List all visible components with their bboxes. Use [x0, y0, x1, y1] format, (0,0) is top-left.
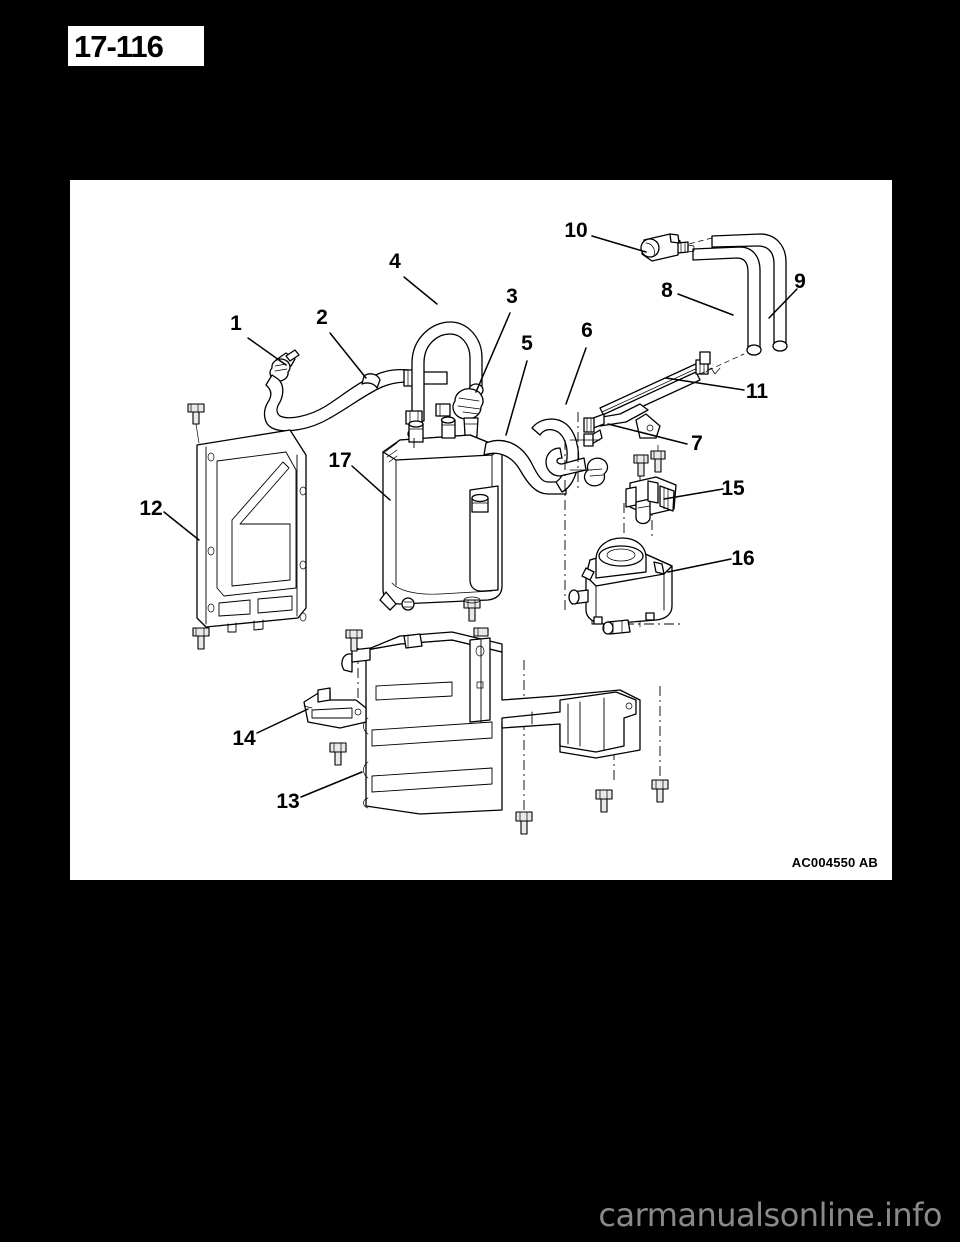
bolt-cover-mid-strip: [473, 627, 489, 637]
callout-9: 9: [794, 270, 806, 293]
callout-5: 5: [521, 332, 533, 355]
part-17-charcoal-canister: [379, 416, 503, 611]
part-13-protector-cover: [341, 631, 641, 815]
bolt-cover-top: [345, 629, 363, 652]
site-watermark: carmanualsonline.info: [598, 1196, 942, 1234]
callout-3: 3: [506, 285, 518, 308]
evaporative-emission-system-diagram: 1 2 3 4 5 6 7 8 9 10 11 12 13 14 15 16 1…: [139, 219, 806, 835]
callout-10: 10: [564, 219, 587, 242]
callout-1: 1: [230, 312, 242, 335]
bolt-canister-right: [463, 596, 481, 622]
break-mark: [705, 367, 721, 375]
figure-panel: 1 2 3 4 5 6 7 8 9 10 11 12 13 14 15 16 1…: [70, 180, 892, 880]
callout-16: 16: [731, 547, 754, 570]
callout-12: 12: [139, 497, 162, 520]
page-number-box: 17-116: [68, 26, 204, 66]
part-3-connector: [452, 388, 484, 441]
callout-8: 8: [661, 279, 673, 302]
part-9-hose: [711, 233, 788, 352]
callout-15: 15: [721, 477, 745, 500]
callout-11: 11: [746, 380, 769, 403]
bolt-bracket-14: [329, 742, 347, 766]
part-16-pump-module: [568, 537, 673, 635]
part-7-hose: [545, 447, 587, 477]
page-number: 17-116: [74, 28, 164, 64]
part-15-valve: [625, 476, 677, 525]
hose-connect-dash-lower: [699, 353, 745, 375]
bolt-valve-15: [633, 454, 649, 477]
part-12-bracket: [196, 429, 307, 633]
figure-code: AC004550 AB: [791, 855, 878, 870]
callout-7: 7: [691, 432, 703, 455]
hose-clamp-56: [583, 457, 609, 487]
callout-14: 14: [232, 727, 256, 750]
callout-2: 2: [316, 306, 328, 329]
callout-13: 13: [276, 790, 299, 813]
bolt-pipe-assembly: [650, 444, 666, 473]
callout-leaders: [163, 235, 798, 798]
part-10-purge-valve: [640, 233, 695, 262]
part-14-bracket: [303, 687, 367, 729]
part-11-pipe-assembly: [583, 351, 711, 447]
callout-4: 4: [389, 250, 401, 273]
bolt-cover-bottom-right: [595, 789, 613, 813]
bolt-cover-bottom-mid: [515, 811, 533, 835]
bolt-bracket-lower: [192, 627, 210, 650]
part-8-hose: [692, 246, 762, 356]
callout-17: 17: [328, 449, 351, 472]
callout-6: 6: [581, 319, 593, 342]
bolt-cover-right-wing: [651, 779, 669, 803]
bolt-bracket-upper: [187, 403, 205, 444]
callout-labels: 1 2 3 4 5 6 7 8 9 10 11 12 13 14 15 16 1…: [139, 219, 806, 813]
part-1-valve-connector: [269, 349, 300, 382]
